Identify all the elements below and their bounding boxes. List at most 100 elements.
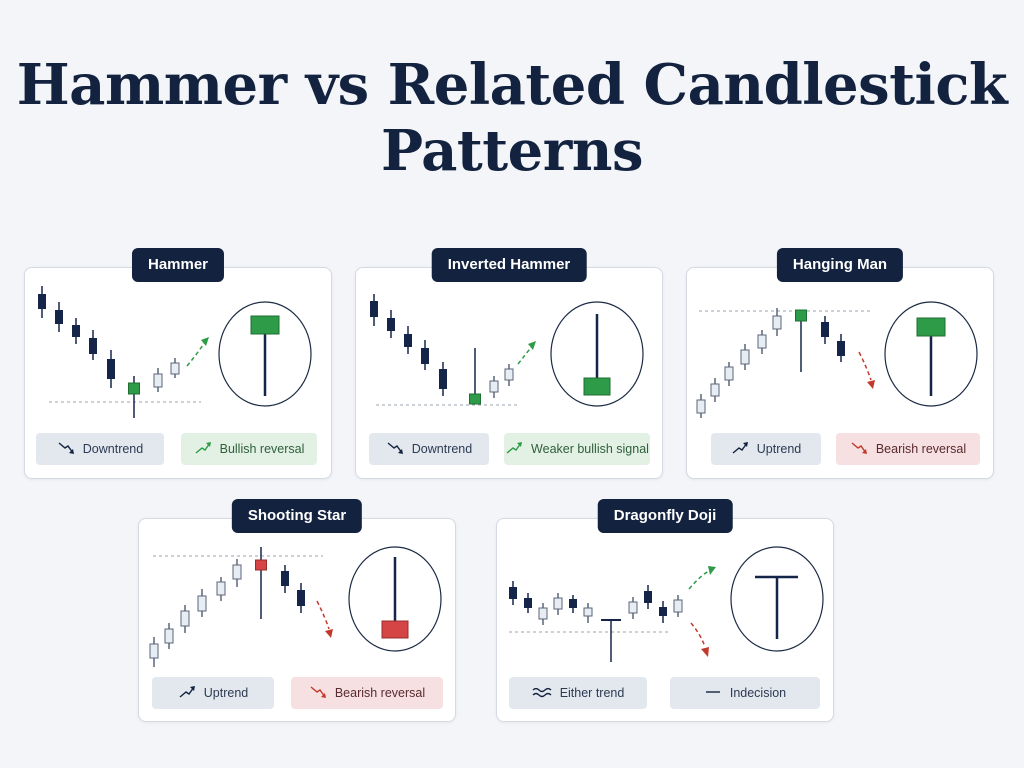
- hammer-candle: [128, 376, 140, 418]
- candle: [538, 603, 548, 625]
- down-arrow: [690, 622, 706, 648]
- pattern-zoom-circle: [218, 301, 312, 407]
- signal-label: Bearish reversal: [875, 442, 967, 456]
- trend-label: Downtrend: [411, 442, 473, 456]
- trend-down-arrow-icon: [850, 441, 868, 458]
- trend-down-arrow-icon: [386, 441, 404, 458]
- candle: [569, 595, 577, 613]
- candle: [38, 286, 46, 318]
- arrow-head: [867, 380, 875, 389]
- candle: [297, 583, 305, 613]
- zoomed-candle-body: [916, 317, 946, 337]
- page-title-line-2: Patterns: [381, 118, 644, 184]
- candle: [107, 350, 115, 388]
- reversal-arrow: [316, 600, 330, 630]
- candle: [757, 330, 767, 354]
- pattern-zoom-circle: [730, 546, 824, 652]
- candle: [673, 595, 683, 617]
- candle: [724, 362, 734, 386]
- candle: [696, 394, 706, 418]
- hanging-man-candle: [795, 309, 807, 372]
- arrow-head: [528, 341, 536, 350]
- trend-label: Uptrend: [756, 442, 802, 456]
- pattern-zoom-circle: [550, 301, 644, 407]
- candle: [524, 593, 532, 613]
- candle: [216, 577, 226, 601]
- card-inverted-hammer: Inverted Hammer Downtrend Weaker bullish…: [355, 248, 663, 479]
- reversal-arrow: [517, 345, 533, 365]
- trend-up-arrow-icon: [194, 441, 212, 458]
- trend-label: Downtrend: [82, 442, 144, 456]
- candle: [404, 326, 412, 354]
- trend-label: Uptrend: [203, 686, 249, 700]
- up-arrow: [688, 570, 710, 590]
- candle: [72, 318, 80, 344]
- candle: [740, 344, 750, 370]
- candle: [710, 378, 720, 402]
- trend-label: Either trend: [559, 686, 625, 700]
- card-title: Inverted Hammer: [431, 248, 587, 282]
- hanging-man-chart: [696, 301, 978, 418]
- signal-badge: Bearish reversal: [836, 433, 980, 465]
- arrow-head: [325, 629, 333, 638]
- card-dragonfly-doji: Dragonfly Doji Either trend Indecision: [496, 499, 834, 722]
- arrow-head: [201, 337, 209, 346]
- signal-label: Bullish reversal: [219, 442, 305, 456]
- candle: [509, 581, 517, 605]
- signal-label: Indecision: [729, 686, 787, 700]
- candle: [232, 559, 242, 587]
- candle: [89, 330, 97, 360]
- pattern-zoom-circle: [884, 301, 978, 407]
- candle: [628, 597, 638, 619]
- arrow-head: [701, 647, 709, 657]
- card-shooting-star: Shooting Star Uptrend Bearish reversal: [138, 499, 456, 722]
- reversal-arrow: [858, 351, 872, 381]
- candle: [439, 362, 447, 396]
- inverted-hammer-chart: [370, 294, 644, 407]
- candle: [170, 358, 180, 378]
- arrow-head: [708, 566, 716, 575]
- card-hanging-man: Hanging Man Uptrend Bearish reversal: [686, 248, 994, 479]
- reversal-arrow: [186, 341, 206, 367]
- candle: [772, 308, 782, 336]
- zoomed-candle-body: [583, 377, 611, 396]
- signal-badge: Bullish reversal: [181, 433, 317, 465]
- trend-badge: Uptrend: [711, 433, 821, 465]
- candle: [180, 605, 190, 633]
- candle: [583, 603, 593, 623]
- zoomed-candle-body: [250, 315, 280, 335]
- signal-badge: Weaker bullish signal: [504, 433, 650, 465]
- trend-badge: Downtrend: [36, 433, 164, 465]
- candle: [489, 376, 499, 398]
- candle: [281, 565, 289, 593]
- signal-label: Weaker bullish signal: [531, 442, 649, 456]
- card-hammer: Hammer Downtrend Bullish reversal: [24, 248, 332, 479]
- trend-down-arrow-icon: [309, 685, 327, 702]
- trend-up-arrow-icon: [178, 685, 196, 702]
- card-title: Shooting Star: [231, 499, 363, 533]
- dragonfly-doji-chart: [509, 546, 824, 662]
- pattern-zoom-circle: [348, 546, 442, 652]
- candle: [164, 623, 174, 649]
- page-title-line-1: Hammer vs Related Candlestick: [16, 52, 1008, 118]
- candle: [659, 601, 667, 623]
- candle: [821, 316, 829, 344]
- inverted-hammer-candle: [469, 348, 481, 405]
- dragonfly-doji-candle: [601, 619, 621, 662]
- candle: [55, 302, 63, 332]
- signal-badge: Bearish reversal: [291, 677, 443, 709]
- trend-down-arrow-icon: [57, 441, 75, 458]
- shooting-star-candle: [255, 547, 267, 619]
- wave-icon: [532, 686, 552, 701]
- page-title: Hammer vs Related Candlestick Patterns: [0, 52, 1024, 184]
- candle: [553, 593, 563, 615]
- candle: [370, 294, 378, 326]
- dash-icon: [704, 686, 722, 700]
- trend-badge: Either trend: [509, 677, 647, 709]
- candle: [197, 589, 207, 617]
- trend-badge: Uptrend: [152, 677, 274, 709]
- card-title: Dragonfly Doji: [597, 499, 733, 533]
- trend-up-arrow-icon: [505, 441, 523, 458]
- card-title: Hanging Man: [776, 248, 904, 282]
- shooting-star-chart: [149, 546, 442, 667]
